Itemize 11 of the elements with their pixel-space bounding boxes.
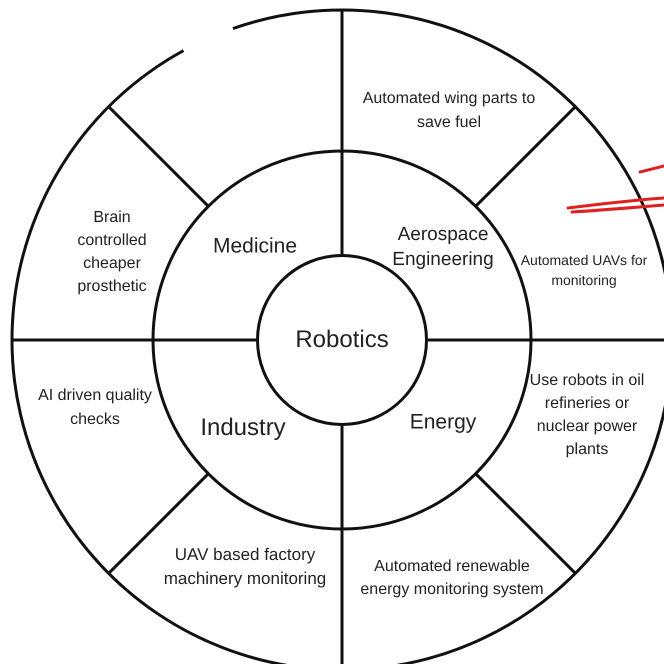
sector-label: Industry xyxy=(178,410,308,446)
sector-text: UAV based factory machinery monitoring xyxy=(160,543,330,591)
sector-label: Medicine xyxy=(190,230,320,262)
sector-text: Automated UAVs for monitoring xyxy=(513,250,655,290)
sector-label: Aerospace Engineering xyxy=(378,222,508,272)
sector-text: AI driven quality checks xyxy=(20,384,170,432)
sector-text: Automated wing parts to save fuel xyxy=(354,87,544,135)
sector-text: Use robots in oil refineries or nuclear power plants xyxy=(522,369,652,461)
sector-text: Automated renewable energy monitoring system xyxy=(352,555,552,601)
sector-text: Brain controlled cheaper prosthetic xyxy=(57,206,167,298)
sector-label: Energy xyxy=(383,406,503,438)
